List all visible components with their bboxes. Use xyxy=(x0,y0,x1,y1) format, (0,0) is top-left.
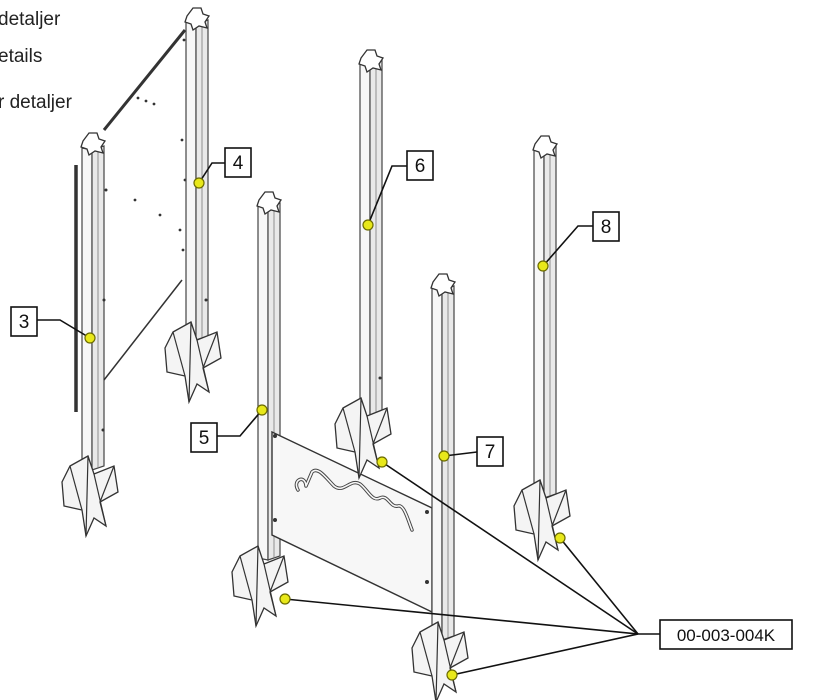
callout-7-label: 7 xyxy=(485,442,496,463)
callout-4-label: 4 xyxy=(233,153,244,174)
side-bracket xyxy=(102,29,187,381)
post-6 xyxy=(334,49,392,479)
part-number-label: 00-003-004K xyxy=(677,626,776,645)
note-text-line1: detaljer xyxy=(0,9,61,30)
callout-8: 8 xyxy=(592,211,620,242)
callout-3-label: 3 xyxy=(19,312,30,333)
callout-5: 5 xyxy=(190,422,218,453)
marker-dot xyxy=(362,219,374,231)
callout-8-label: 8 xyxy=(601,217,612,238)
callout-7: 7 xyxy=(476,436,504,467)
part-number-box: 00-003-004K xyxy=(659,619,793,650)
part-leader-lines xyxy=(284,461,660,676)
marker-dot xyxy=(438,450,450,462)
callout-3: 3 xyxy=(10,306,38,337)
marker-dot xyxy=(376,456,388,468)
callout-leaders xyxy=(37,162,593,457)
post-8 xyxy=(513,135,571,561)
marker-dot xyxy=(84,332,96,344)
marker-dot xyxy=(554,532,566,544)
marker-dot xyxy=(446,669,458,681)
marker-dot xyxy=(256,404,268,416)
callout-6: 6 xyxy=(406,150,434,181)
marker-dot xyxy=(537,260,549,272)
post-3 xyxy=(61,132,119,537)
marker-dot xyxy=(193,177,205,189)
note-text-line2: etails xyxy=(0,46,42,67)
activity-panel xyxy=(271,430,433,614)
connection-markers xyxy=(84,177,566,681)
callout-4: 4 xyxy=(224,147,252,178)
marker-dot xyxy=(279,593,291,605)
callout-5-label: 5 xyxy=(199,428,210,449)
note-text-line3: r detaljer xyxy=(0,92,73,113)
post-7 xyxy=(411,273,469,700)
note-dotted-leader xyxy=(136,96,156,106)
callout-6-label: 6 xyxy=(415,156,426,177)
post-4 xyxy=(164,7,222,403)
